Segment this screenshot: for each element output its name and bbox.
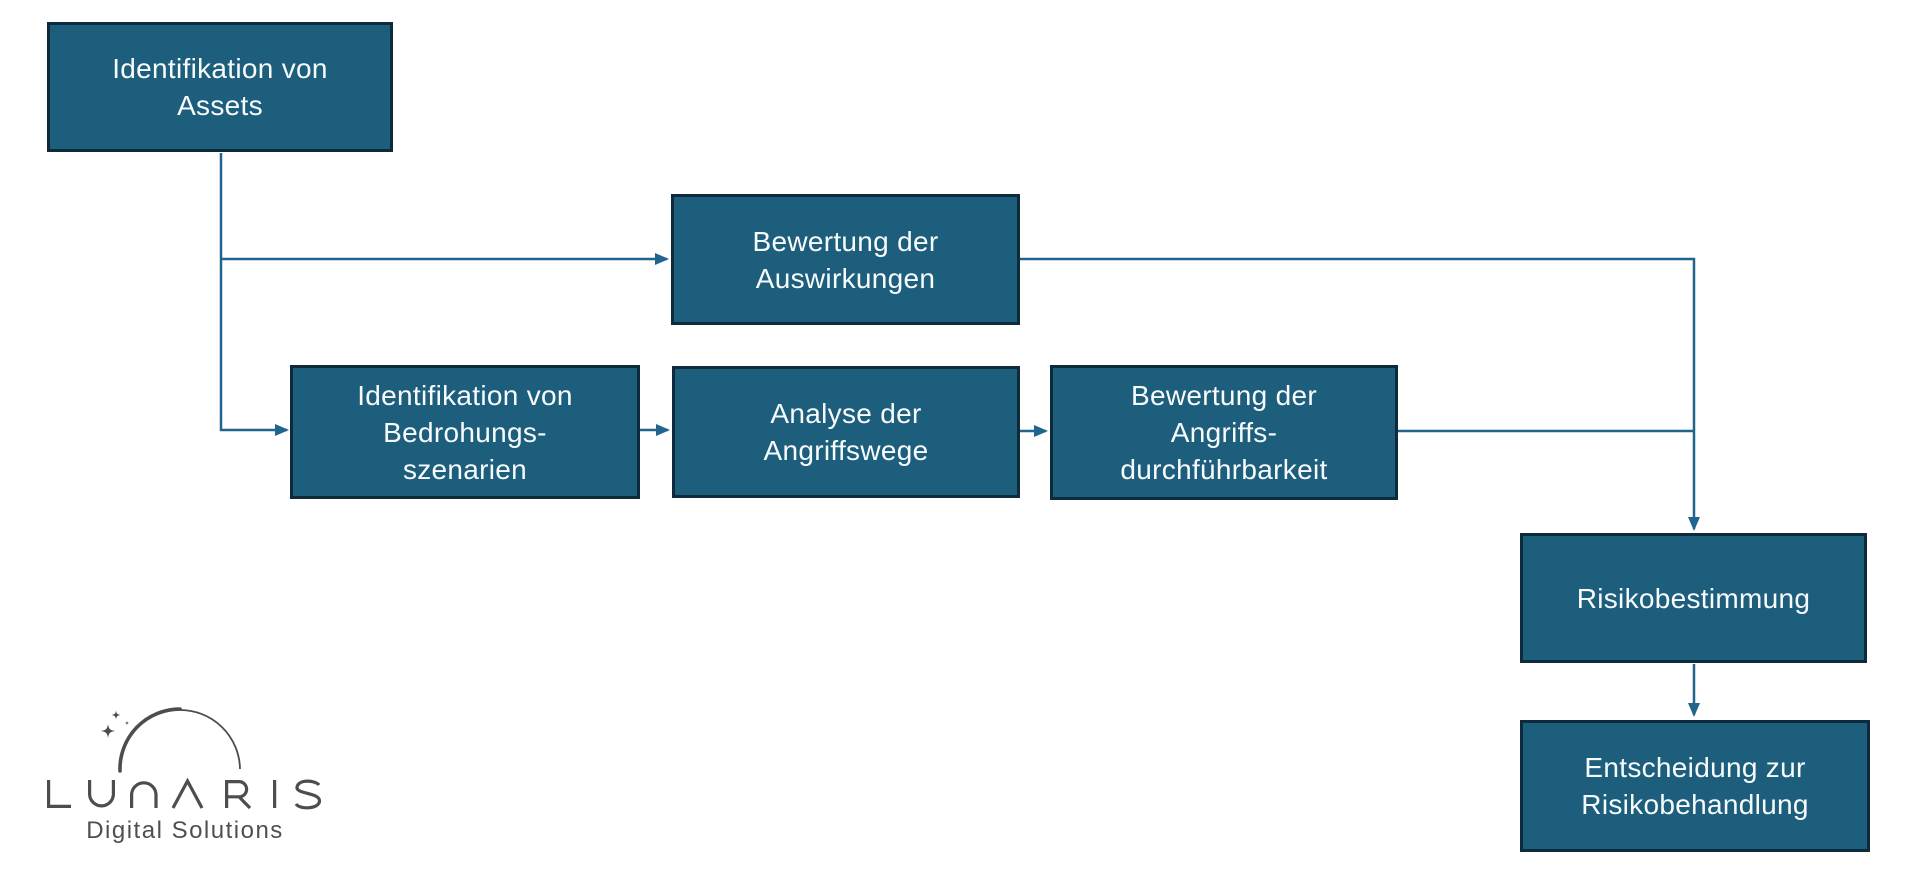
node-risikobestimmung: Risikobestimmung [1520,533,1867,663]
node-label: Risikobestimmung [1576,582,1811,614]
crescent-arc-icon [118,707,241,773]
node-identifikation-bedrohungsszenarien: Identifikation von Bedrohungs- szenarien [290,365,640,499]
node-label: Entscheidung zur Risikobehandlung [1581,752,1809,820]
node-label: Analyse der Angriffswege [763,398,929,466]
lunaris-wordmark [47,707,322,810]
node-bewertung-angriffsdurchfuehrbarkeit: Bewertung der Angriffs- durchführbarkeit [1050,365,1398,500]
connector-assets-to-bedrohung [219,153,289,436]
node-entscheidung-risikobehandlung: Entscheidung zur Risikobehandlung [1520,720,1870,852]
node-label: Identifikation von Bedrohungs- szenarien [357,379,573,485]
sparkle-icon [101,710,130,738]
node-bewertung-auswirkungen: Bewertung der Auswirkungen [671,194,1020,325]
lunaris-logo: Digital Solutions [40,685,330,865]
node-identifikation-assets: Identifikation von Assets [47,22,393,152]
wordmark-letters [47,777,322,810]
node-analyse-angriffswege: Analyse der Angriffswege [672,366,1020,498]
node-label: Identifikation von Assets [112,53,328,121]
node-label: Bewertung der Angriffs- durchführbarkeit [1120,380,1328,485]
node-label: Bewertung der Auswirkungen [752,225,939,294]
logo-tagline: Digital Solutions [86,817,284,844]
